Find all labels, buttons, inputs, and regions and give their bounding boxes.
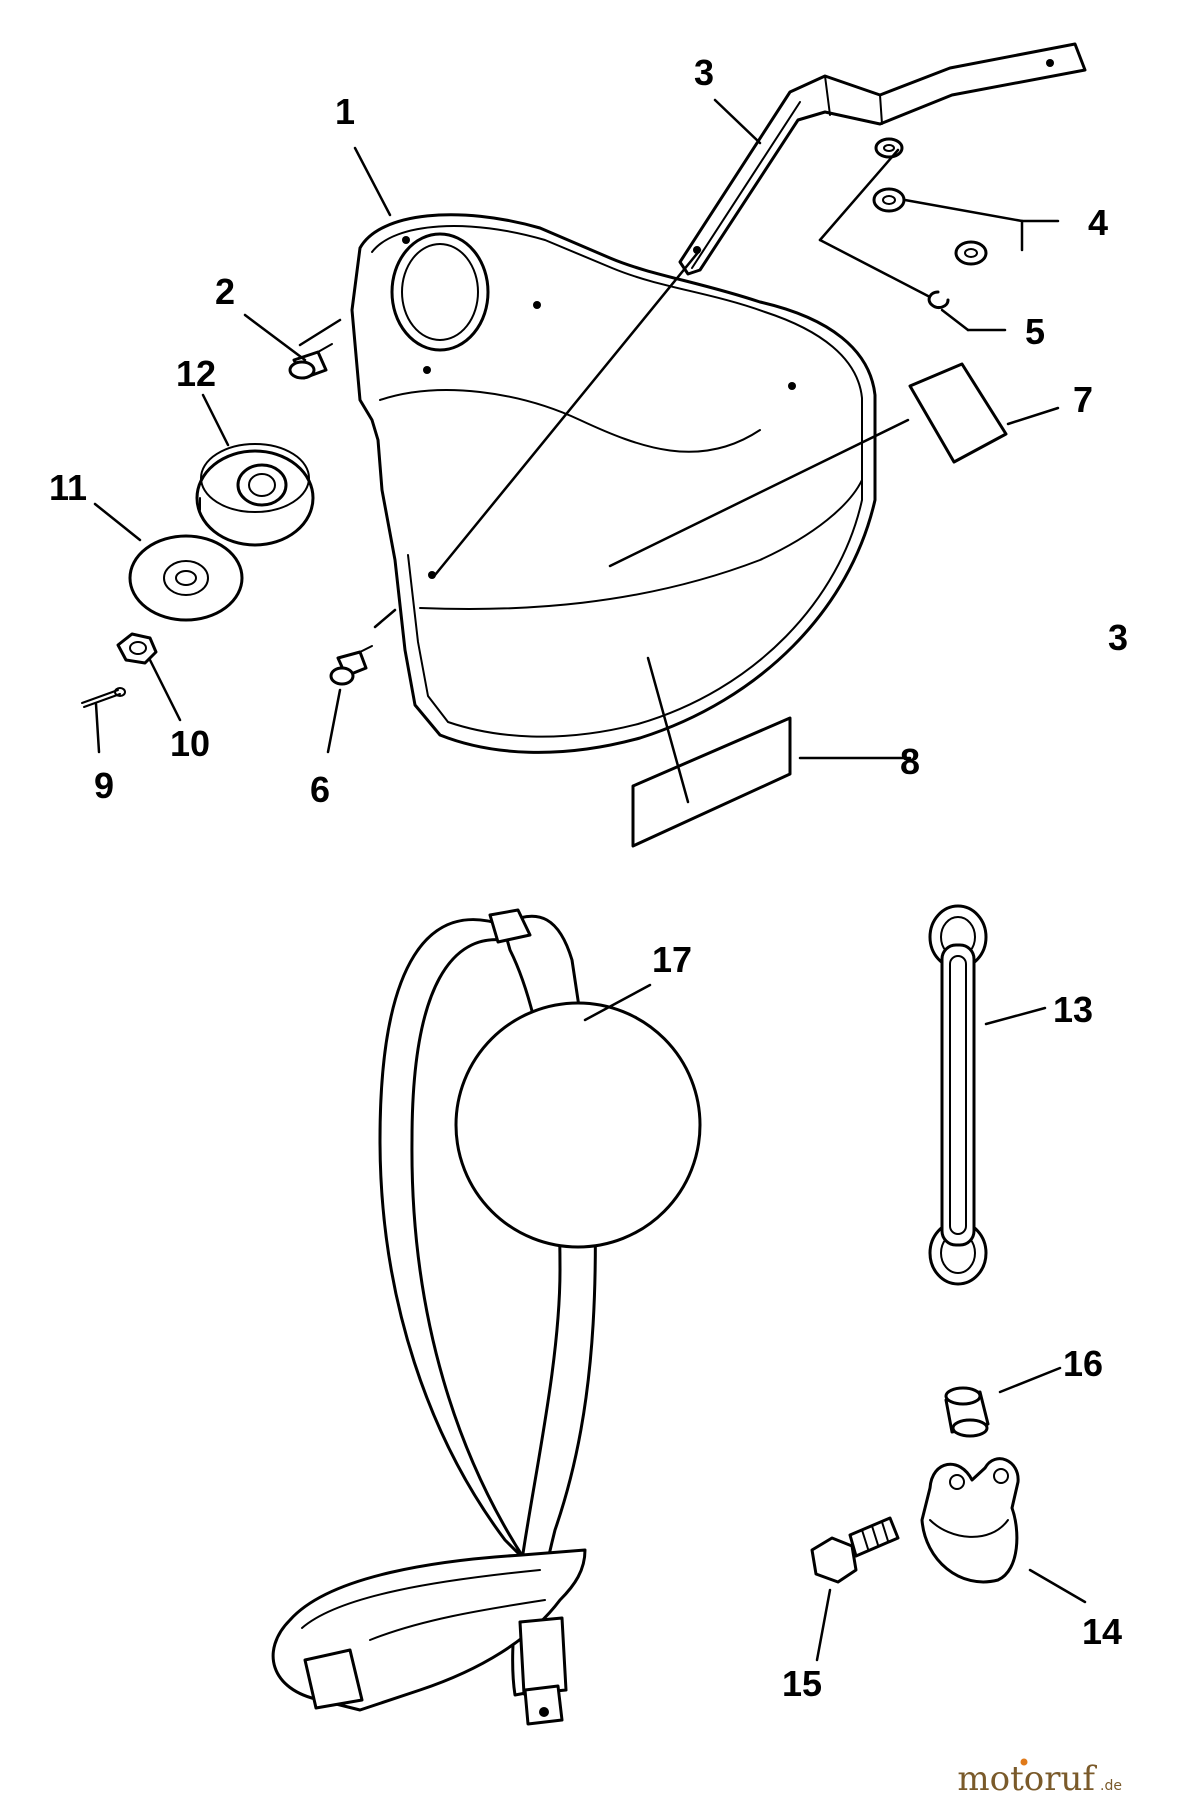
watermark-name: motoruf [957, 1759, 1097, 1799]
callout-labels: 1 2 3 3 4 5 6 7 8 9 10 11 12 13 14 15 16… [49, 52, 1128, 1704]
callout-3-secondary: 3 [1108, 617, 1128, 658]
callout-2: 2 [215, 271, 235, 312]
mounting-bracket [678, 42, 1087, 276]
warning-label-8 [631, 716, 792, 848]
hex-bolt [810, 1516, 900, 1584]
link-ring [928, 904, 988, 1286]
callout-14: 14 [1082, 1611, 1122, 1652]
callout-10: 10 [170, 723, 210, 764]
screw-6 [329, 645, 373, 686]
callout-8: 8 [900, 741, 920, 782]
callout-9: 9 [94, 765, 114, 806]
deflector-shield [350, 213, 877, 754]
callout-5: 5 [1025, 311, 1045, 352]
clamp [920, 1457, 1020, 1584]
shoulder-harness [271, 908, 702, 1726]
watermark-logo: motoruf .de [957, 1758, 1122, 1799]
callout-17: 17 [652, 939, 692, 980]
lock-washer [927, 290, 950, 309]
warning-label-7 [908, 362, 1008, 464]
spacer-bushing [944, 1386, 990, 1438]
lock-nut [116, 632, 158, 665]
callout-15: 15 [782, 1663, 822, 1704]
callout-4: 4 [1088, 202, 1108, 243]
pulley-hub [195, 443, 315, 547]
watermark-suffix: .de [1100, 1778, 1122, 1794]
screw-2 [288, 343, 333, 380]
callout-7: 7 [1073, 379, 1093, 420]
callout-11: 11 [49, 467, 87, 508]
callout-3: 3 [694, 52, 714, 93]
callout-13: 13 [1053, 989, 1093, 1030]
leader-lines [93, 98, 1087, 1662]
callout-12: 12 [176, 353, 216, 394]
cotter-pin [81, 687, 126, 708]
washer-plate [128, 534, 244, 622]
callout-1: 1 [335, 91, 355, 132]
callout-16: 16 [1063, 1343, 1103, 1384]
callout-6: 6 [310, 769, 330, 810]
